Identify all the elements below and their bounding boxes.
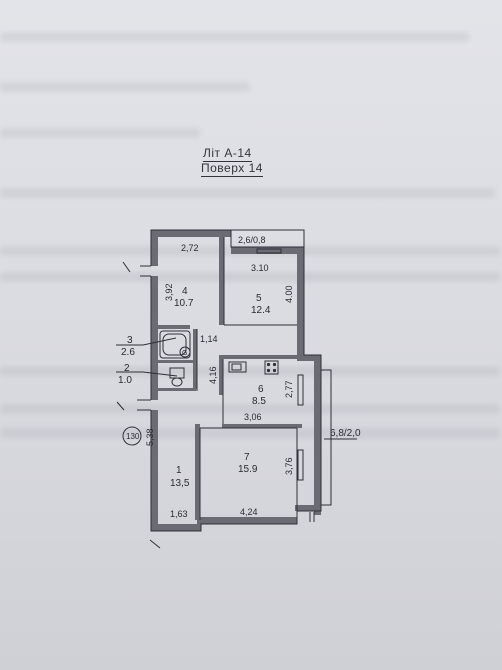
- room-7-area: 15.9: [238, 464, 258, 475]
- balcony-right-label: 6,8/2,0: [330, 428, 361, 439]
- letter-heading: Літ А-14: [203, 146, 252, 162]
- floor-heading: Поверх 14: [201, 161, 263, 177]
- windows: [116, 248, 315, 549]
- leader-lines: [116, 337, 357, 440]
- wall-outlines: [150, 229, 332, 532]
- room-6-number: 6: [258, 384, 264, 395]
- dim-room7-width: 4,24: [240, 507, 258, 517]
- svg-text:G: G: [182, 350, 187, 357]
- dim-room4-width: 2,72: [181, 243, 199, 253]
- dim-room4-height: 3,92: [164, 283, 174, 301]
- dim-room6-width: 3,06: [244, 412, 262, 422]
- room-6-area: 8.5: [252, 396, 266, 407]
- sink-icon: [228, 361, 247, 373]
- room-1-area: 13,5: [170, 478, 190, 489]
- dim-room1-width: 1,63: [170, 509, 188, 519]
- bathtub-icon: [159, 330, 191, 359]
- dim-room5-height: 4.00: [284, 285, 294, 303]
- walls: [151, 230, 321, 531]
- room-7-number: 7: [244, 452, 250, 463]
- room-5-area: 12.4: [251, 305, 271, 316]
- water-heater-icon: G: [179, 346, 191, 358]
- dim-room5-width: 3.10: [251, 263, 269, 273]
- room-5-number: 5: [256, 293, 262, 304]
- room-4-area: 10.7: [174, 298, 194, 309]
- room-3-number: 3: [127, 335, 133, 346]
- toilet-icon: [169, 367, 185, 387]
- stove-icon: [264, 360, 279, 375]
- balcony-top-label: 2,6/0,8: [238, 235, 266, 245]
- dim-corridor-height: 4,16: [208, 366, 218, 384]
- room-2-number: 2: [124, 363, 130, 374]
- room-3-area: 2.6: [121, 347, 135, 358]
- dim-room6-height: 2,77: [284, 380, 294, 398]
- room-1-number: 1: [176, 465, 182, 476]
- room-2-area: 1.0: [118, 375, 132, 386]
- room-4-number: 4: [182, 286, 188, 297]
- dim-room7-height: 3,76: [284, 457, 294, 475]
- entrance-marker: 130: [122, 426, 142, 446]
- dim-room1-height: 5,38: [145, 428, 155, 446]
- entrance-number: 130: [126, 432, 140, 441]
- dim-corridor-width: 1,14: [200, 334, 218, 344]
